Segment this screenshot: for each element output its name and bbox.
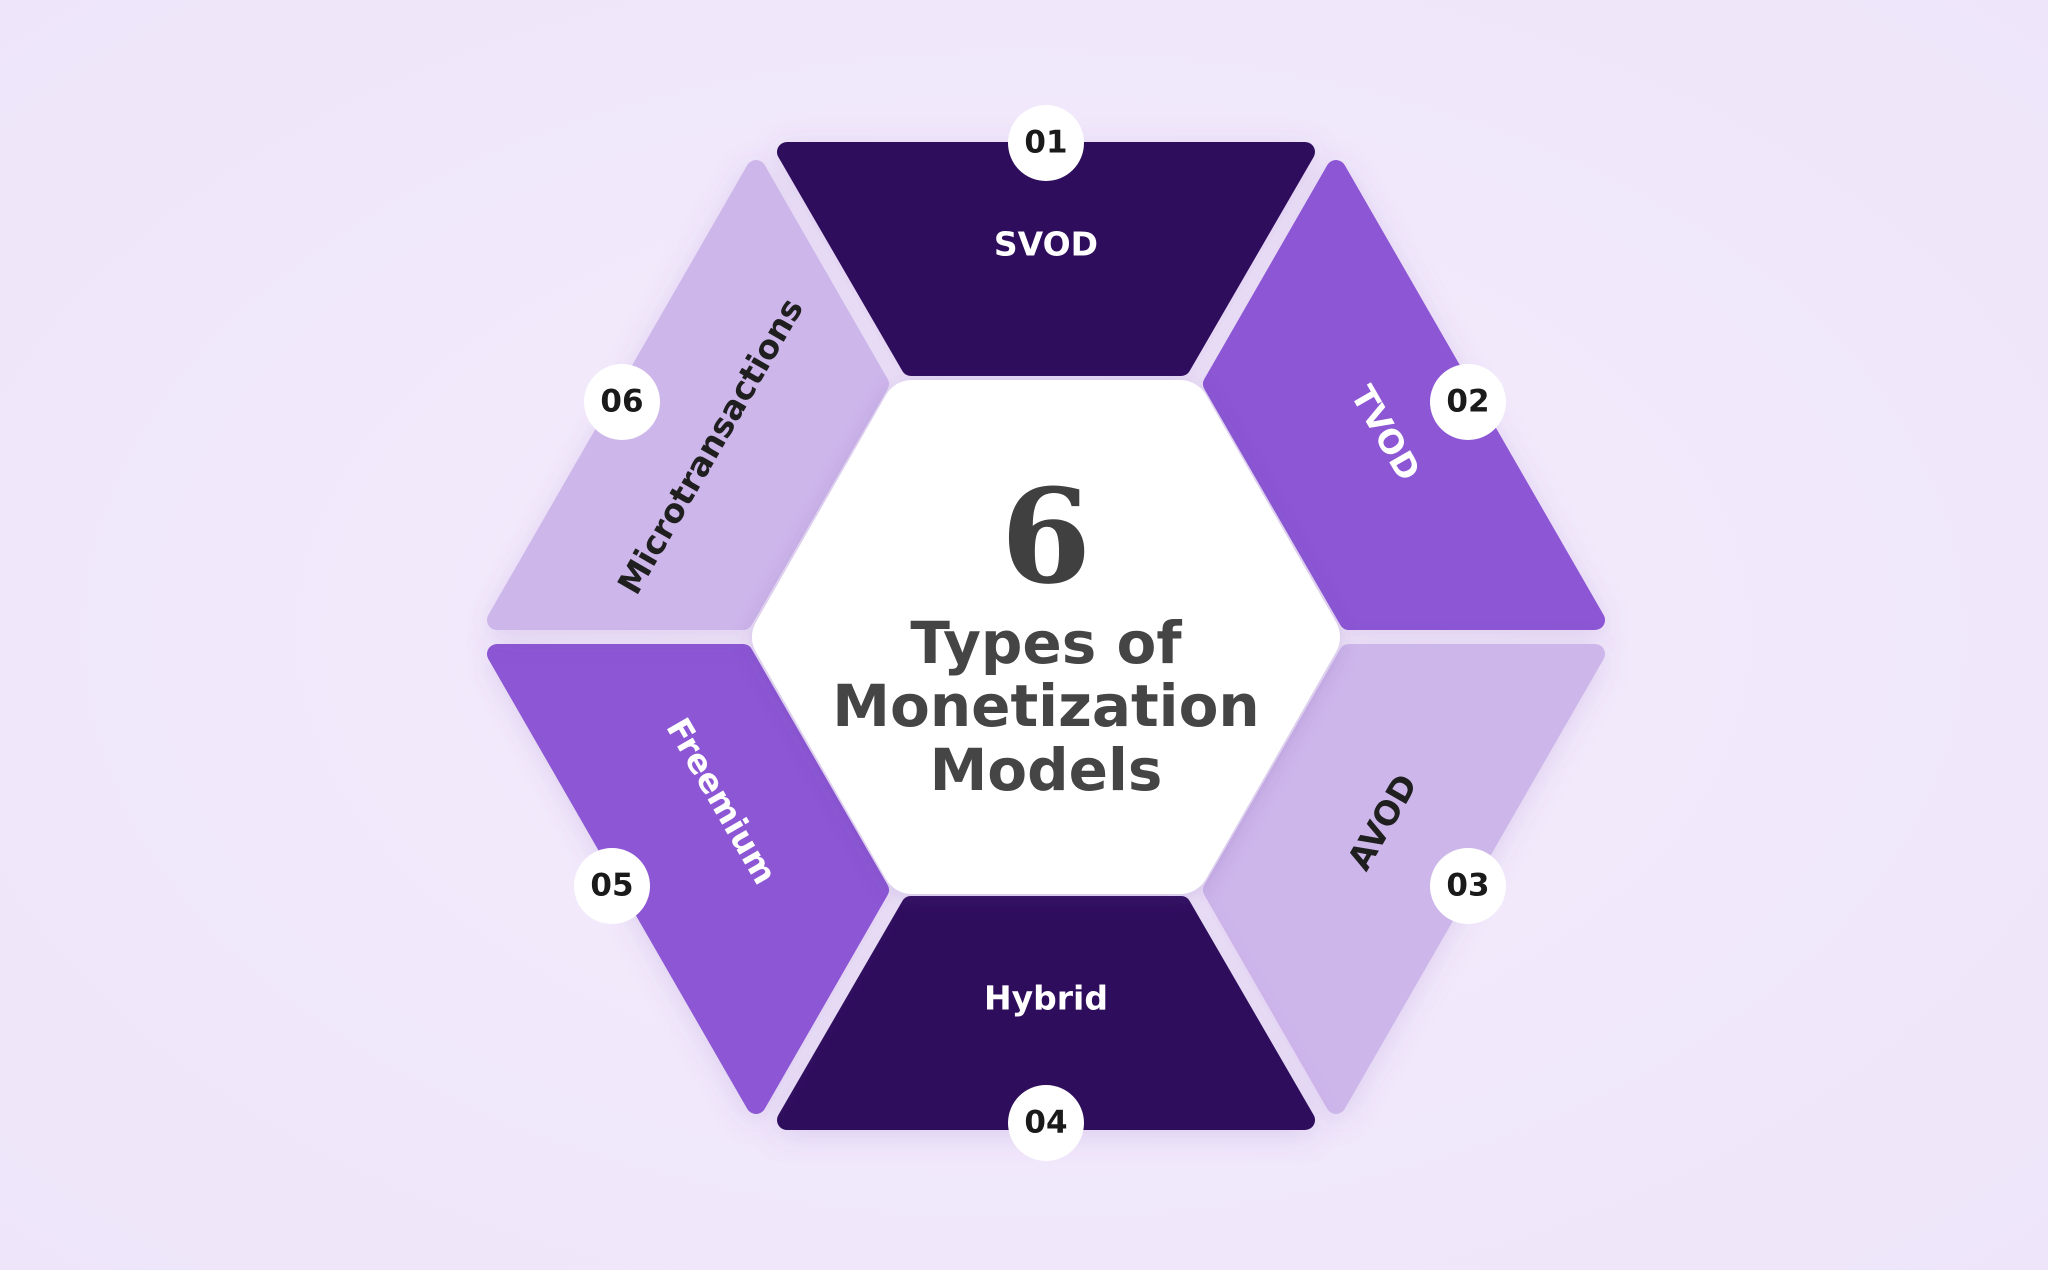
segment-label-hybrid: Hybrid bbox=[984, 979, 1108, 1018]
segment-hybrid bbox=[777, 896, 1315, 1130]
badge-circle bbox=[584, 364, 660, 440]
segment-label-svod: SVOD bbox=[994, 225, 1098, 264]
badge-circle bbox=[1430, 848, 1506, 924]
segment-tvod bbox=[1203, 160, 1605, 630]
center-title-line-2: Monetization bbox=[832, 672, 1259, 740]
badge-circle bbox=[1008, 105, 1084, 181]
segment-svod bbox=[777, 142, 1315, 376]
center-number: 6 bbox=[1001, 460, 1091, 613]
segment-hybrid-shape bbox=[777, 896, 1315, 1130]
badge-circle bbox=[574, 848, 650, 924]
badge-number: 02 bbox=[1446, 384, 1489, 420]
badge-circle bbox=[1430, 364, 1506, 440]
badge-03: 03 bbox=[1430, 848, 1506, 924]
segment-microtransactions bbox=[487, 160, 889, 630]
badge-number: 04 bbox=[1024, 1105, 1067, 1141]
badge-number: 06 bbox=[600, 384, 643, 420]
segment-svod-shape bbox=[777, 142, 1315, 376]
badge-number: 05 bbox=[590, 868, 633, 904]
center-title-line-3: Models bbox=[930, 736, 1163, 804]
badge-number: 01 bbox=[1024, 125, 1067, 161]
segment-freemium-shape bbox=[487, 644, 889, 1114]
badge-06: 06 bbox=[584, 364, 660, 440]
segment-tvod-shape bbox=[1203, 160, 1605, 630]
segment-avod bbox=[1203, 644, 1605, 1114]
segment-avod-shape bbox=[1203, 644, 1605, 1114]
center-title-line-1: Types of bbox=[910, 609, 1182, 677]
badge-02: 02 bbox=[1430, 364, 1506, 440]
segment-freemium bbox=[487, 644, 889, 1114]
center-hexagon bbox=[752, 380, 1340, 894]
badge-01: 01 bbox=[1008, 105, 1084, 181]
badge-04: 04 bbox=[1008, 1085, 1084, 1161]
segment-microtransactions-shape bbox=[487, 160, 889, 630]
badge-circle bbox=[1008, 1085, 1084, 1161]
badge-number: 03 bbox=[1446, 868, 1489, 904]
badge-05: 05 bbox=[574, 848, 650, 924]
